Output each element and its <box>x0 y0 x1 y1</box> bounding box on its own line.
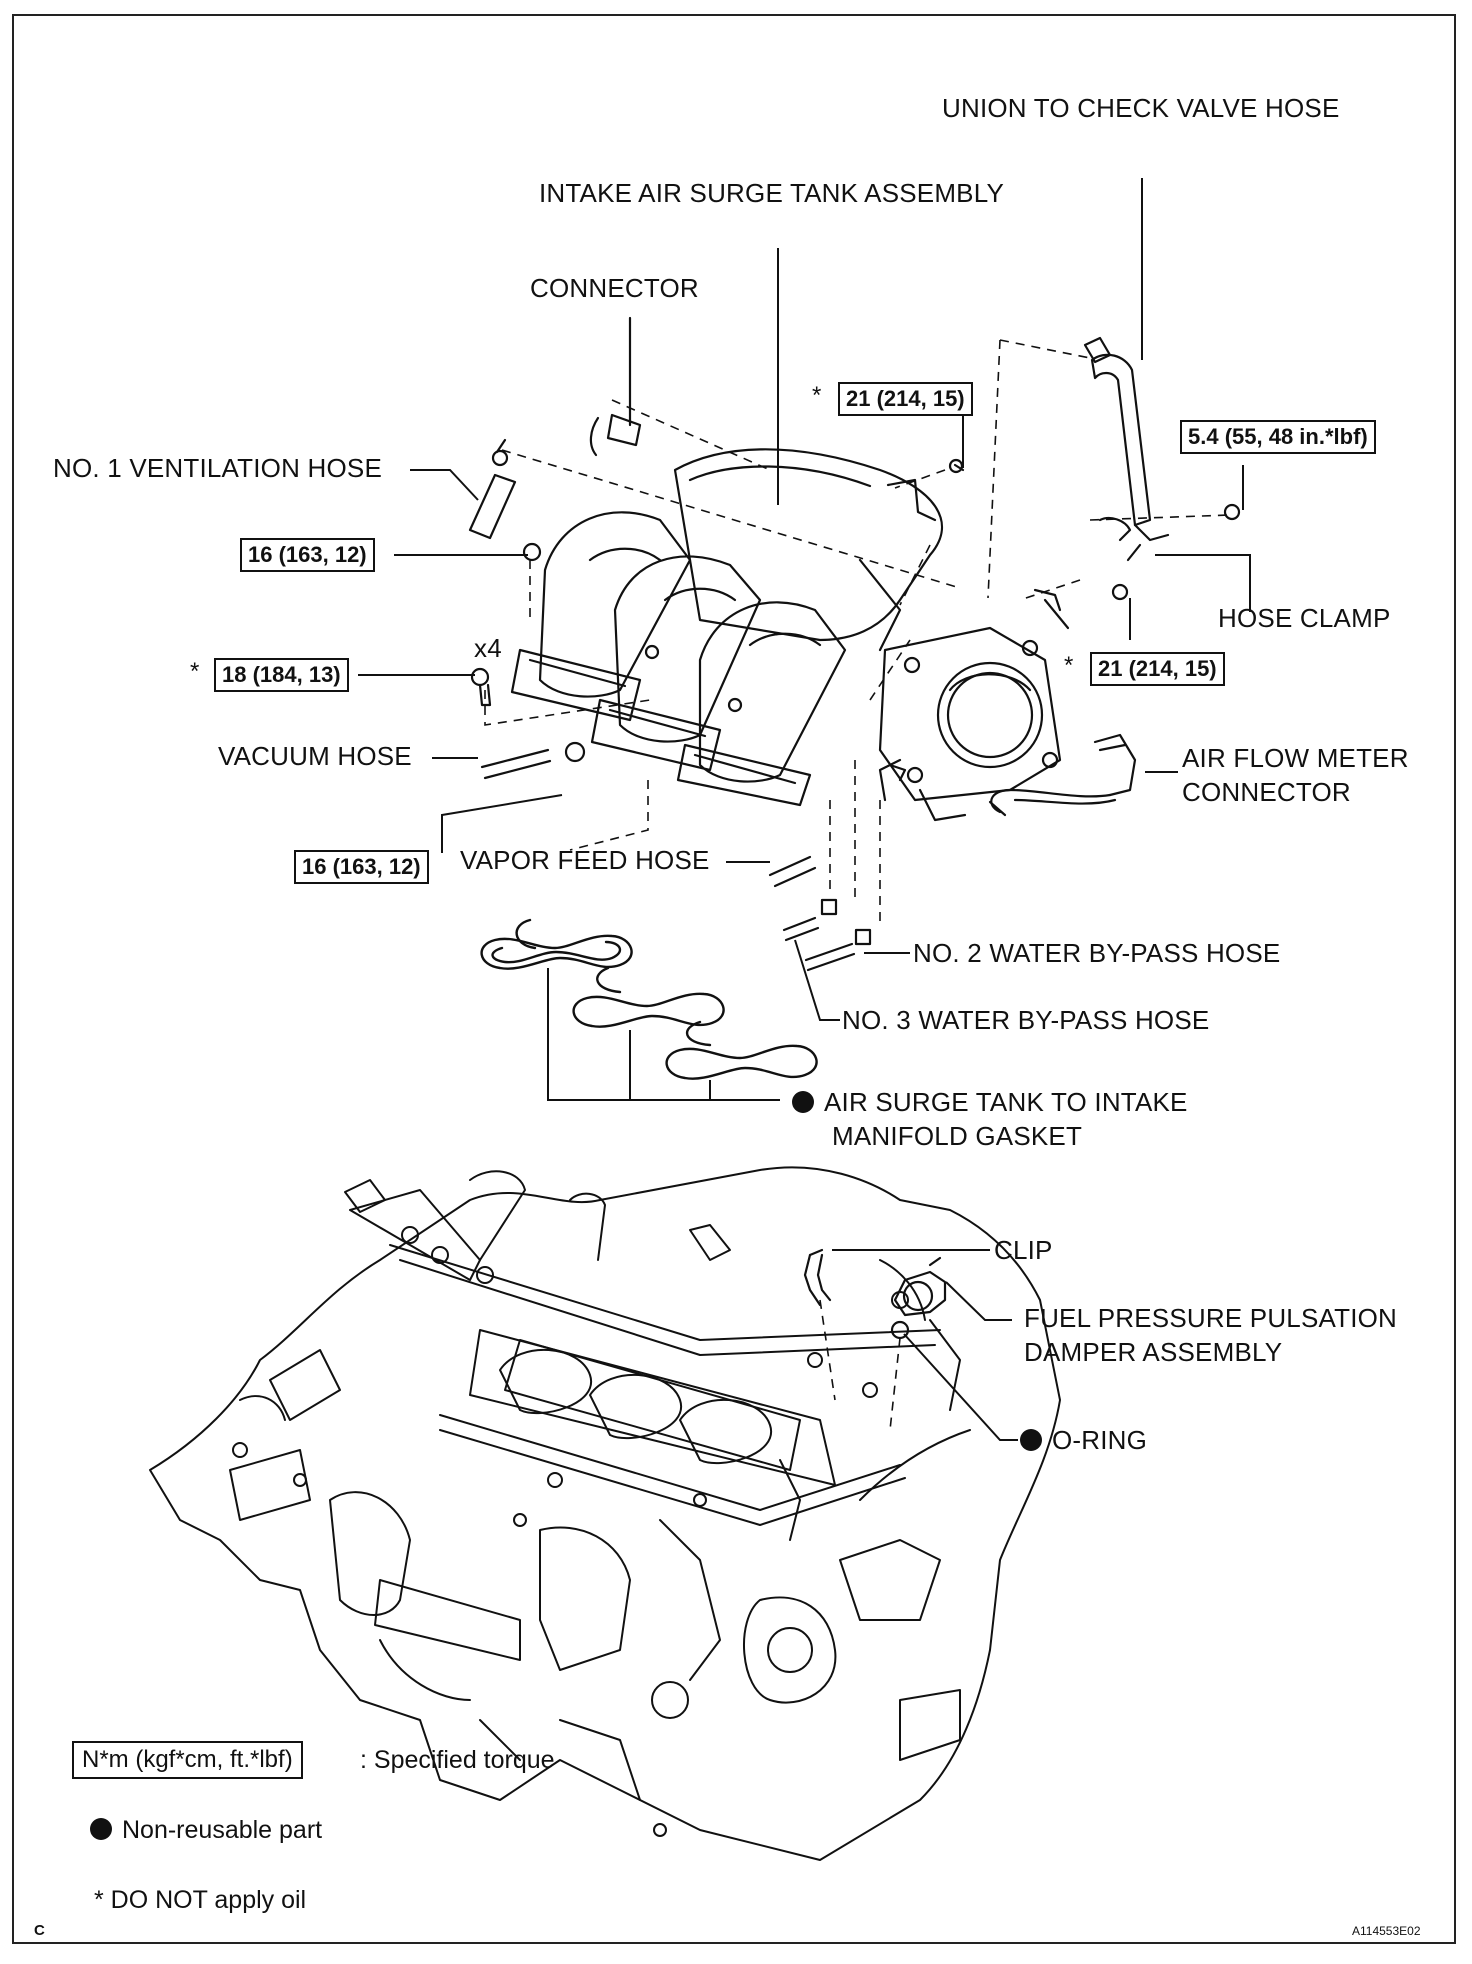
black-dot-icon <box>1020 1429 1042 1452</box>
no-oil-marker: * <box>1064 652 1074 679</box>
union-hose-part <box>1083 336 1170 562</box>
label-union-hose: UNION TO CHECK VALVE HOSE <box>942 93 1340 123</box>
label-gasket-line-2: MANIFOLD GASKET <box>832 1121 1083 1151</box>
label-air-flow-meter-connector: CONNECTOR <box>1182 777 1351 807</box>
label-vacuum-hose: VACUUM HOSE <box>218 741 412 771</box>
label-water-bypass-3: NO. 3 WATER BY-PASS HOSE <box>842 1005 1210 1035</box>
label-o-ring: O-RING <box>1020 1424 1147 1456</box>
label-ventilation-hose: NO. 1 VENTILATION HOSE <box>53 453 382 483</box>
label-clip: CLIP <box>994 1235 1053 1265</box>
label-connector: CONNECTOR <box>530 273 699 303</box>
figure-id: A114553E02 <box>1352 1924 1421 1938</box>
leader-lines <box>358 178 1251 1441</box>
brackets-bolts <box>470 458 1241 763</box>
label-water-bypass-2: NO. 2 WATER BY-PASS HOSE <box>913 938 1281 968</box>
clip-part <box>803 1248 832 1307</box>
legend-no-oil: * DO NOT apply oil <box>94 1886 307 1914</box>
label-x4: x4 <box>474 633 502 663</box>
gaskets <box>480 918 818 1080</box>
torque-spec-left-1: 16 (163, 12) <box>240 538 375 572</box>
engine-block <box>149 1166 1061 1861</box>
label-air-flow-meter: AIR FLOW METER <box>1182 743 1409 773</box>
throttle-body <box>878 626 1062 822</box>
ventilation-hose-part <box>468 438 517 540</box>
legend-torque-box: N*m (kgf*cm, ft.*lbf) <box>72 1741 303 1779</box>
small-hoses <box>480 748 907 972</box>
pulsation-damper-part <box>890 1256 947 1340</box>
torque-spec-right-mid: 21 (214, 15) <box>1090 652 1225 686</box>
dashed-guides <box>484 339 1231 1431</box>
diagram-frame <box>12 14 1456 1944</box>
label-damper-line-2: DAMPER ASSEMBLY <box>1024 1337 1283 1367</box>
connector-part <box>589 316 642 457</box>
corner-code-left: C <box>34 1922 45 1939</box>
no-oil-marker: * <box>812 382 822 409</box>
black-dot-icon <box>792 1091 814 1114</box>
label-vapor-feed-hose: VAPOR FEED HOSE <box>460 845 710 875</box>
torque-spec-top: 21 (214, 15) <box>838 382 973 416</box>
no-oil-marker: * <box>190 658 200 685</box>
torque-spec-right-top: 5.4 (55, 48 in.*lbf) <box>1180 420 1376 454</box>
label-damper: FUEL PRESSURE PULSATION <box>1024 1303 1398 1333</box>
legend-torque-text: : Specified torque <box>360 1746 555 1774</box>
label-surge-tank: INTAKE AIR SURGE TANK ASSEMBLY <box>539 178 1004 208</box>
surge-tank-body <box>510 448 943 807</box>
label-gasket: AIR SURGE TANK TO INTAKE <box>792 1086 1188 1118</box>
black-dot-icon <box>90 1818 112 1841</box>
torque-spec-left-3: 16 (163, 12) <box>294 850 429 884</box>
torque-spec-left-2: 18 (184, 13) <box>214 658 349 692</box>
air-flow-meter-harness <box>988 733 1137 817</box>
legend-non-reusable: Non-reusable part <box>90 1814 322 1846</box>
label-hose-clamp: HOSE CLAMP <box>1218 603 1391 633</box>
